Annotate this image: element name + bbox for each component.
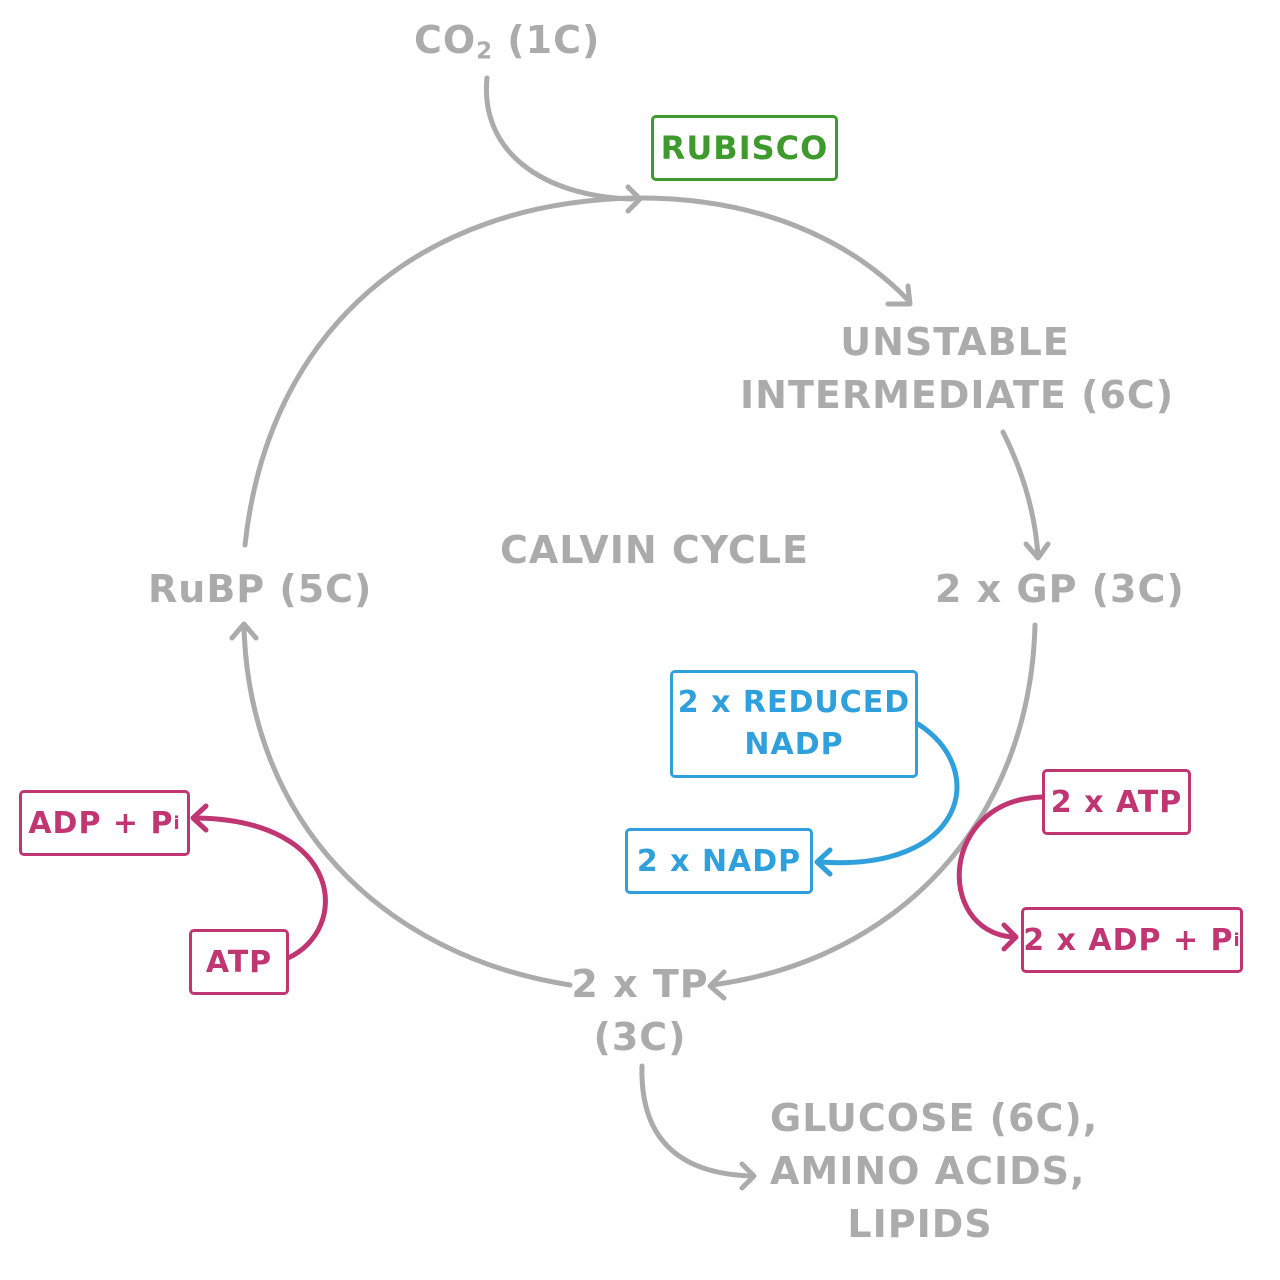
co2-text: CO xyxy=(414,18,477,62)
arrow-products-out xyxy=(639,1063,755,1179)
products-line-1: GLUCOSE (6C), xyxy=(770,1096,1099,1140)
co2-subscript: 2 xyxy=(476,38,494,65)
arrow-atp-right xyxy=(956,794,1045,940)
arrowhead-tp xyxy=(707,969,727,1001)
reduced-nadp-line-2: NADP xyxy=(744,727,844,762)
adp-right-subscript: i xyxy=(1233,929,1241,951)
arrow-co2-in xyxy=(483,75,635,202)
rubisco-box: RUBISCO xyxy=(651,115,838,181)
reduced-nadp-box: 2 x REDUCED NADP xyxy=(670,670,918,778)
arrowhead-rubp xyxy=(229,621,259,641)
products-label: GLUCOSE (6C), AMINO ACIDS, LIPIDS xyxy=(770,1092,1099,1252)
arc-rubp-to-top xyxy=(242,195,643,548)
adp-right-text: 2 x ADP + P xyxy=(1023,922,1234,958)
atp-right-box: 2 x ATP xyxy=(1042,769,1191,835)
arrowhead-unstable xyxy=(885,283,913,307)
arrow-atp-left xyxy=(193,815,328,961)
unstable-line-1: UNSTABLE xyxy=(840,320,1070,364)
nadp-box: 2 x NADP xyxy=(625,828,813,894)
co2-carbons: (1C) xyxy=(493,18,601,62)
unstable-line-2: INTERMEDIATE (6C) xyxy=(740,373,1175,418)
diagram-title: CALVIN CYCLE xyxy=(500,528,809,572)
arrowhead-co2-in xyxy=(625,184,643,214)
atp-left-box: ATP xyxy=(189,929,289,995)
rubp-label: RuBP (5C) xyxy=(148,567,373,611)
arrowhead-products-out xyxy=(739,1161,757,1191)
arrowhead-nadp xyxy=(814,847,833,877)
tp-line-2: (3C) xyxy=(593,1015,687,1060)
tp-line-1: 2 x TP xyxy=(571,962,709,1006)
arc-gp-to-tp xyxy=(709,622,1038,988)
adp-left-subscript: i xyxy=(173,812,181,834)
products-line-2: AMINO ACIDS, xyxy=(770,1149,1086,1194)
adp-left-text: ADP + P xyxy=(28,805,174,841)
arrowhead-atp-left xyxy=(190,803,209,833)
gp-label: 2 x GP (3C) xyxy=(935,567,1185,611)
reduced-nadp-line-1: 2 x REDUCED xyxy=(677,685,911,720)
unstable-intermediate-label: UNSTABLE INTERMEDIATE (6C) xyxy=(740,316,1175,422)
products-line-3: LIPIDS xyxy=(847,1202,993,1247)
arrowhead-gp xyxy=(1023,541,1051,561)
co2-label: CO2 (1C) xyxy=(414,14,600,69)
arc-unstable-to-gp xyxy=(1000,429,1041,559)
arc-top-to-unstable xyxy=(637,195,911,303)
arrowhead-atp-right xyxy=(1001,922,1019,952)
arrow-nadp xyxy=(817,721,960,866)
arc-tp-to-rubp xyxy=(241,625,573,988)
tp-label: 2 x TP (3C) xyxy=(540,958,740,1064)
